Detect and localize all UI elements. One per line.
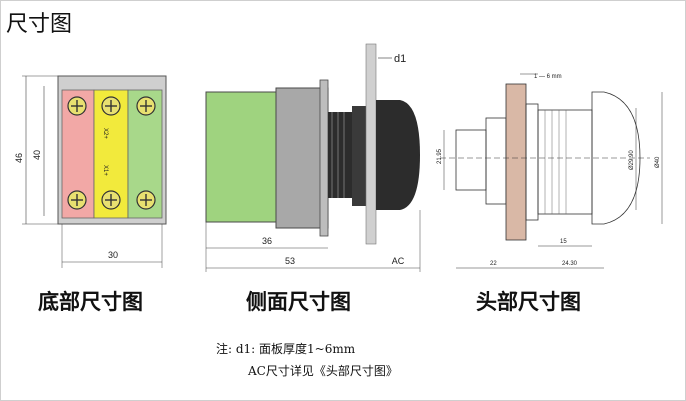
- dim-36: 36: [262, 236, 272, 246]
- page-title: 尺寸图: [6, 12, 73, 37]
- side-view: d1 36 53 AC: [205, 43, 421, 272]
- bottom-view: X2+ X1+ 46 40 30: [14, 75, 167, 268]
- contact-block: [205, 91, 277, 223]
- note-line-1: 注: d1: 面板厚度1~6mm: [216, 342, 356, 356]
- caption-bottom-view: 底部尺寸图: [38, 289, 143, 314]
- panel: [365, 43, 377, 245]
- dim-15: 15: [560, 239, 567, 245]
- button-head: [376, 100, 420, 210]
- dim-21-95: 21.95: [437, 148, 443, 164]
- dim-d1: d1: [394, 53, 406, 65]
- head-view: [440, 73, 663, 269]
- dim-24-30: 24.30: [562, 261, 578, 267]
- caption-head-view: 头部尺寸图: [476, 289, 581, 314]
- mount-bracket: [275, 87, 329, 229]
- dim-1-6mm: 1 — 6 mm: [534, 74, 562, 80]
- dim-30: 30: [108, 250, 118, 260]
- dim-29-90: Ø29.90: [629, 150, 635, 170]
- terminal-label-x2: X2+: [102, 128, 108, 139]
- dim-22: 22: [490, 261, 497, 267]
- dim-46: 46: [14, 153, 24, 163]
- terminal-label-x1: X1+: [102, 165, 108, 176]
- dim-ac: AC: [392, 256, 405, 266]
- dim-53: 53: [285, 256, 295, 266]
- note-line-2: AC尺寸详见《头部尺寸图》: [248, 364, 398, 378]
- dim-40-dia: Ø40: [655, 156, 661, 168]
- caption-side-view: 侧面尺寸图: [246, 289, 351, 314]
- dim-40: 40: [32, 150, 42, 160]
